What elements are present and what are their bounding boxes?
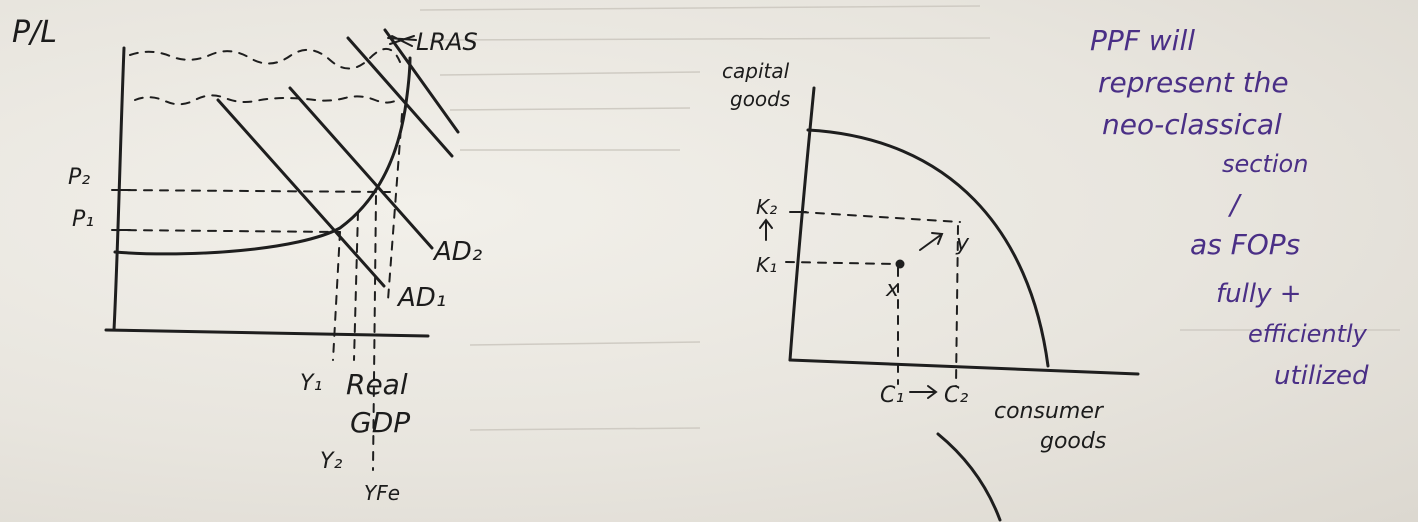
ppf-diagram: capital goods K₂ K₁ x y C₁ C₂ consumer g…: [722, 59, 1140, 522]
x-axis-label-real: Real: [346, 368, 408, 401]
c-increase-arrow: [909, 385, 938, 399]
ppf-x-label-consumer: consumer: [994, 399, 1105, 424]
y2-dashed-line: [353, 211, 359, 361]
note-line-9: utilized: [1274, 361, 1369, 391]
k1-label: K₁: [756, 253, 777, 277]
as-curve: [113, 56, 412, 256]
note-line-2: represent the: [1098, 66, 1289, 99]
c1-label: C₁: [880, 383, 904, 408]
p2-label: P₂: [68, 165, 90, 190]
k1-dashed-line: [785, 261, 897, 265]
price-ticks: [113, 189, 131, 231]
note-line-1: PPF will: [1090, 24, 1195, 57]
lras-label: LRAS: [416, 28, 478, 56]
upper-wavy-dash-1: [129, 48, 401, 70]
y-axis-label: P/L: [12, 15, 57, 50]
lras-line-2: [383, 28, 460, 134]
note-line-6: as FOPs: [1190, 228, 1300, 261]
upper-wavy-dash-2: [134, 94, 401, 106]
lras-dashed-line: [387, 113, 403, 301]
ppf-y-label-capital: capital: [722, 59, 790, 83]
ppf-curve: [806, 128, 1050, 368]
yfe-label: YFe: [364, 481, 400, 505]
bleed-through-lines: [419, 5, 1400, 431]
y1-label: Y₁: [300, 371, 322, 396]
note-line-8: efficiently: [1248, 320, 1368, 348]
point-y-label: y: [955, 231, 970, 256]
note-line-4: section: [1222, 150, 1308, 178]
x-axis-label-gdp: GDP: [350, 406, 410, 439]
y-axis: [112, 46, 126, 332]
ad-as-diagram: P/L LRAS P₂ P₁ AD₂ AD₁ Y₁: [12, 15, 482, 505]
stray-pen-stroke: [936, 432, 1002, 522]
c2-dashed-line: [955, 225, 959, 387]
k2-label: K₂: [756, 195, 777, 219]
y1-dashed-line: [332, 231, 341, 361]
note-line-7: fully +: [1216, 279, 1302, 309]
ppf-y-label-goods: goods: [730, 87, 790, 111]
ppf-x-label-goods: goods: [1040, 429, 1106, 454]
purple-note: PPF will represent the neo-classical sec…: [1090, 24, 1369, 391]
ad2-label: AD₂: [432, 237, 482, 267]
ppf-x-axis: [788, 358, 1140, 376]
ad1-label: AD₁: [396, 283, 446, 313]
lras-line-1: [346, 36, 454, 158]
c2-label: C₂: [944, 383, 968, 408]
p1-label: P₁: [72, 207, 94, 232]
k-increase-arrow: [759, 218, 773, 241]
ppf-y-axis: [788, 86, 816, 362]
yfe-dashed-line: [372, 195, 377, 471]
growth-arrow: [919, 232, 944, 251]
ad2-curve: [288, 86, 434, 250]
y2-label: Y₂: [320, 449, 342, 474]
point-x-label: x: [885, 277, 900, 302]
point-x-dot: [895, 259, 905, 269]
p1-dashed-line: [111, 229, 341, 233]
crossed-out-scribble: [387, 35, 417, 47]
k2-dashed-line: [799, 211, 961, 223]
p2-dashed-line: [111, 189, 391, 193]
ad1-curve: [216, 98, 386, 288]
note-line-3: neo-classical: [1102, 108, 1282, 141]
x-axis: [104, 328, 430, 338]
note-line-5: /: [1227, 188, 1242, 221]
